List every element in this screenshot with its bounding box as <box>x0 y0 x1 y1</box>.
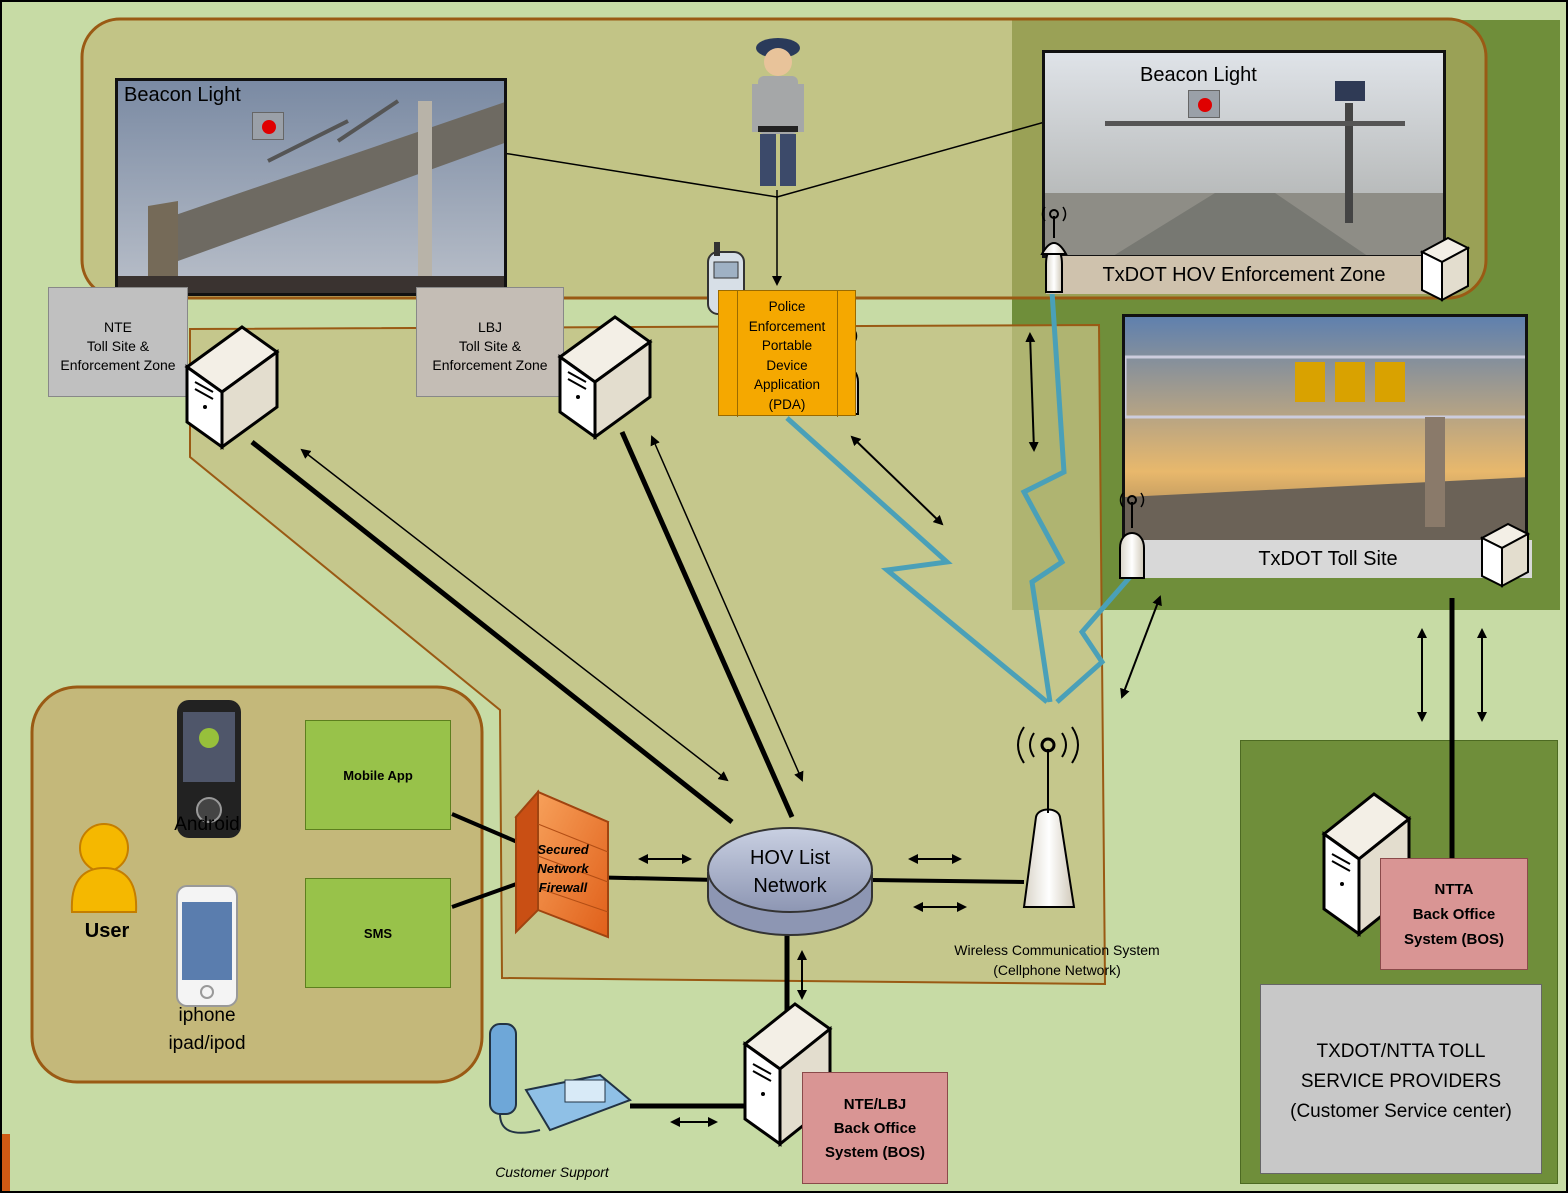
edge-marker <box>2 1134 10 1191</box>
photo-nte-gantry <box>115 78 507 296</box>
wireless-label: Wireless Communication System (Cellphone… <box>954 942 1160 978</box>
pda-box <box>718 290 856 417</box>
nte-zone-box: NTE Toll Site & Enforcement Zone <box>48 287 188 397</box>
toll-site-server-icon <box>1479 522 1531 588</box>
user-icon <box>70 823 138 913</box>
firewall-icon <box>514 789 610 939</box>
photo-hov-zone <box>1042 50 1446 258</box>
mobile-app-box: Mobile App <box>305 720 451 830</box>
hov-network-icon <box>707 827 873 936</box>
android-phone-icon <box>177 700 241 838</box>
user-label: User <box>84 920 130 942</box>
android-label: Android <box>174 814 240 835</box>
beacon-light-left-label: Beacon Light <box>124 84 241 106</box>
wireless-link-hov <box>1020 291 1067 703</box>
beacon-light-left <box>252 112 284 140</box>
wireless-link-toll <box>1055 575 1132 704</box>
hov-antenna-icon <box>1040 206 1068 293</box>
hov-network-label: HOV List Network <box>749 847 831 897</box>
police-officer-icon <box>752 38 804 186</box>
sms-box: SMS <box>305 878 451 988</box>
txdot-hov-zone-label: TxDOT HOV Enforcement Zone <box>1046 256 1442 294</box>
nte-lbj-bos-server-icon <box>742 1002 833 1148</box>
beacon-light-right <box>1188 90 1220 118</box>
hov-zone-server-icon <box>1419 236 1471 302</box>
customer-support-label: Customer Support <box>495 1164 609 1180</box>
customer-support-phone-icon <box>489 1023 632 1134</box>
toll-antenna-icon <box>1119 492 1145 579</box>
nte-server-icon <box>184 325 280 450</box>
iphone-icon <box>176 885 238 1007</box>
pda-label: Police Enforcement Portable Device Appli… <box>748 299 826 412</box>
iphone-label: iphone ipad/ipod <box>168 1005 246 1054</box>
nte-lbj-bos-box: NTE/LBJ Back Office System (BOS) <box>802 1072 948 1184</box>
toll-providers-box: TXDOT/NTTA TOLL SERVICE PROVIDERS (Custo… <box>1260 984 1542 1174</box>
txdot-toll-site-label: TxDOT Toll Site <box>1124 540 1532 578</box>
lbj-server-icon <box>557 315 653 440</box>
beacon-light-right-label: Beacon Light <box>1140 64 1257 86</box>
lbj-zone-box: LBJ Toll Site & Enforcement Zone <box>416 287 564 397</box>
firewall-label: Secured Network Firewall <box>537 842 589 895</box>
cell-tower-icon <box>1017 726 1079 908</box>
ntta-bos-box: NTTA Back Office System (BOS) <box>1380 858 1528 970</box>
